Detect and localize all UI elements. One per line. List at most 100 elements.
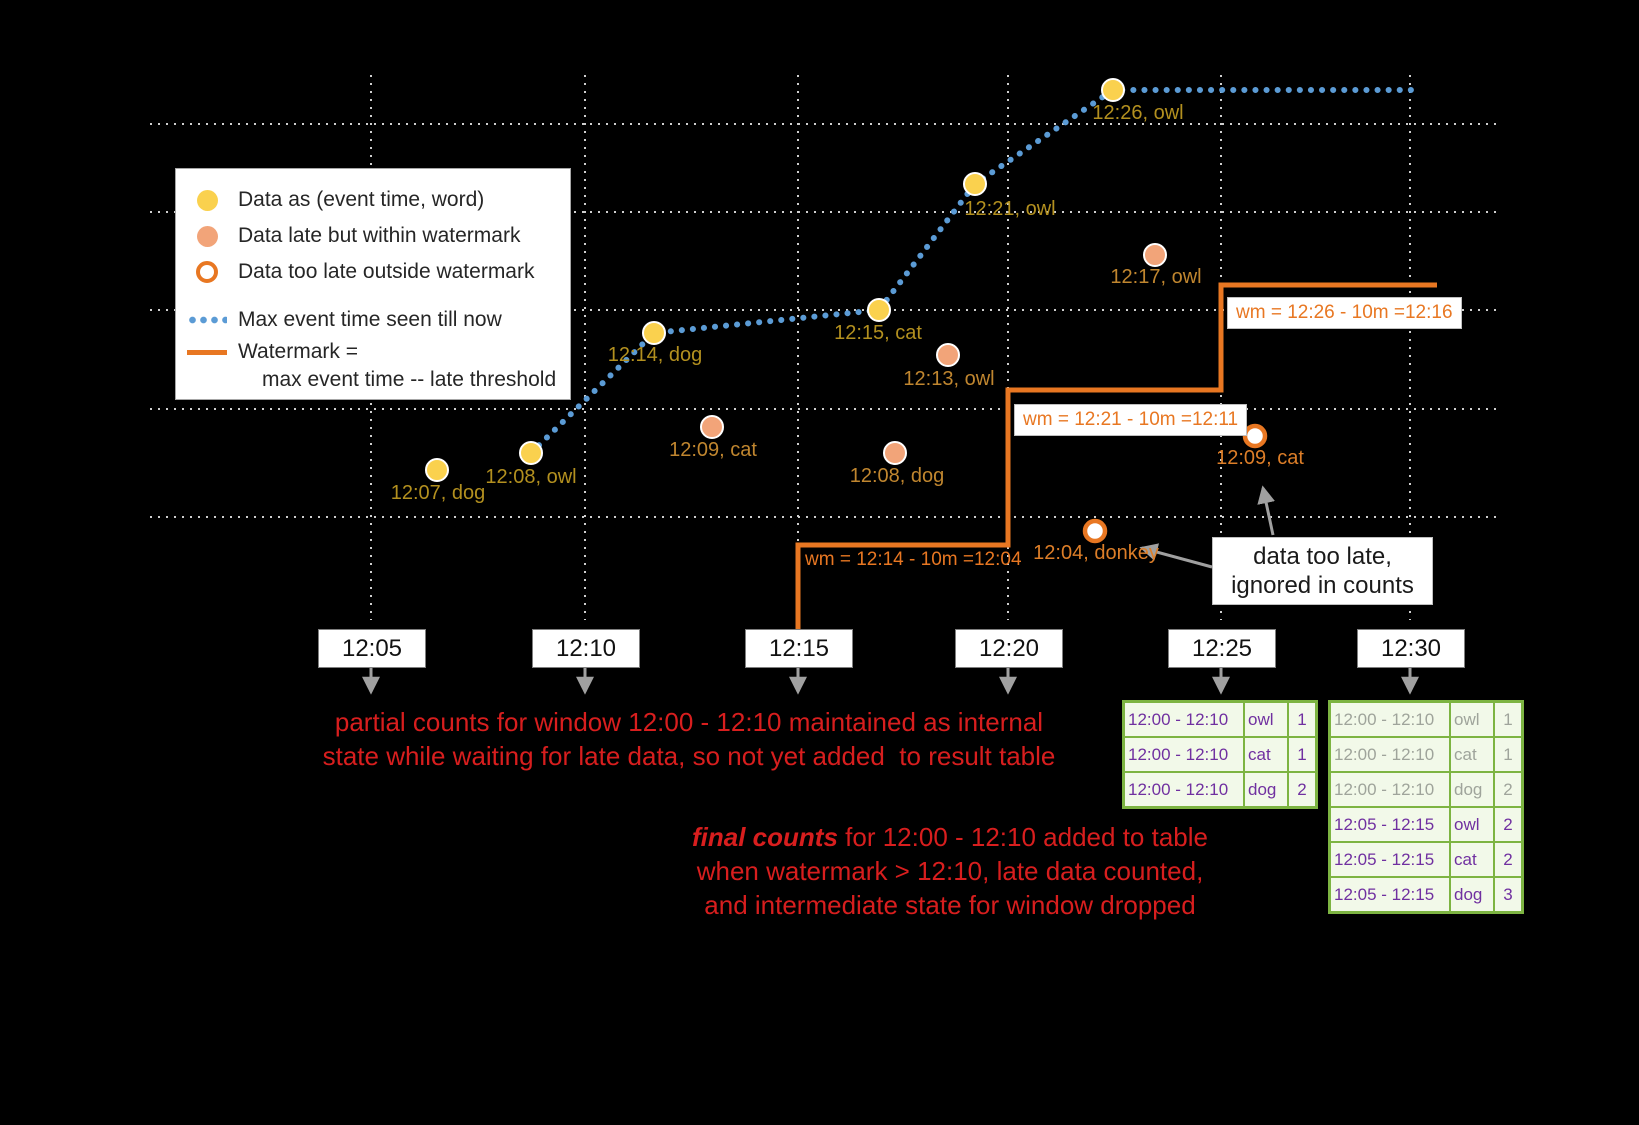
word-cell: cat bbox=[1449, 841, 1495, 878]
blue-dotted-line-icon bbox=[187, 316, 227, 324]
late-points bbox=[700, 243, 1167, 465]
legend: Data as (event time, word) Data late but… bbox=[175, 168, 571, 400]
point-label: 12:08, dog bbox=[849, 465, 945, 487]
callout-arrow-donkey bbox=[1139, 543, 1213, 569]
window-cell: 12:00 - 12:10 bbox=[1122, 736, 1245, 773]
axis-tick-1220: 12:20 bbox=[955, 629, 1063, 668]
legend-label: Data late but within watermark bbox=[238, 224, 521, 247]
too-late-callout-line2: ignored in counts bbox=[1231, 572, 1414, 599]
point-label: 12:07, dog bbox=[390, 482, 486, 504]
table-row: 12:00 - 12:10 dog 2 bbox=[1122, 771, 1318, 809]
table-row-dropped: 12:00 - 12:10 cat 1 bbox=[1328, 736, 1524, 773]
count-cell: 1 bbox=[1287, 700, 1318, 738]
event-dot-icon bbox=[196, 189, 218, 211]
word-cell: dog bbox=[1449, 876, 1495, 914]
count-cell: 1 bbox=[1287, 736, 1318, 773]
callout-arrow-cat bbox=[1257, 485, 1275, 536]
partial-counts-note: partial counts for window 12:00 - 12:10 … bbox=[323, 705, 1056, 773]
axis-tick-1215: 12:15 bbox=[745, 629, 853, 668]
count-cell: 3 bbox=[1493, 876, 1524, 914]
word-cell: cat bbox=[1243, 736, 1289, 773]
table-row: 12:00 - 12:10 owl 1 bbox=[1122, 700, 1318, 738]
final-counts-note-line1-rest: for 12:00 - 12:10 added to table bbox=[837, 822, 1208, 852]
window-cell: 12:00 - 12:10 bbox=[1328, 700, 1451, 738]
too-late-point bbox=[1082, 518, 1108, 544]
event-point bbox=[425, 458, 449, 482]
trigger-arrows bbox=[362, 668, 1419, 695]
orange-line-icon bbox=[187, 350, 227, 355]
point-label: 12:21, owl bbox=[964, 198, 1056, 220]
legend-item-watermark: Watermark = max event time -- late thres… bbox=[176, 338, 570, 396]
event-point bbox=[642, 321, 666, 345]
window-cell: 12:05 - 12:15 bbox=[1328, 841, 1451, 878]
window-cell: 12:00 - 12:10 bbox=[1122, 700, 1245, 738]
window-cell: 12:00 - 12:10 bbox=[1328, 771, 1451, 808]
partial-counts-note-line2: state while waiting for late data, so no… bbox=[322, 741, 1056, 771]
point-label: 12:09, cat bbox=[1216, 447, 1304, 469]
window-cell: 12:00 - 12:10 bbox=[1328, 736, 1451, 773]
watermark-value-label: wm = 12:21 - 10m =12:11 bbox=[1014, 404, 1248, 436]
legend-watermark-line2: max event time -- late threshold bbox=[262, 368, 557, 391]
too-late-callout-line1: data too late, bbox=[1253, 543, 1392, 570]
count-cell: 1 bbox=[1493, 736, 1524, 773]
late-point bbox=[936, 343, 960, 367]
too-late-points bbox=[1082, 423, 1268, 544]
legend-item-late: Data late but within watermark bbox=[176, 218, 570, 254]
event-point bbox=[519, 441, 543, 465]
table-row-dropped: 12:00 - 12:10 dog 2 bbox=[1328, 771, 1524, 808]
window-cell: 12:05 - 12:15 bbox=[1328, 806, 1451, 843]
point-label: 12:15, cat bbox=[834, 322, 922, 344]
legend-label: Data as (event time, word) bbox=[238, 188, 485, 211]
watermark-value-label: wm = 12:14 - 10m =12:04 bbox=[805, 549, 1022, 570]
legend-item-too-late: Data too late outside watermark bbox=[176, 254, 570, 290]
event-point bbox=[963, 172, 987, 196]
point-label: 12:13, owl bbox=[903, 368, 995, 390]
table-row: 12:05 - 12:15 dog 3 bbox=[1328, 876, 1524, 914]
axis-tick-1230: 12:30 bbox=[1357, 629, 1465, 668]
table-row-dropped: 12:00 - 12:10 owl 1 bbox=[1328, 700, 1524, 738]
count-cell: 2 bbox=[1493, 841, 1524, 878]
axis-tick-1225: 12:25 bbox=[1168, 629, 1276, 668]
result-table-1225: 12:00 - 12:10 owl 1 12:00 - 12:10 cat 1 … bbox=[1122, 700, 1318, 809]
axis-tick-1210: 12:10 bbox=[532, 629, 640, 668]
word-cell: dog bbox=[1243, 771, 1289, 809]
table-row: 12:05 - 12:15 owl 2 bbox=[1328, 806, 1524, 843]
legend-item-max-event-line: Max event time seen till now bbox=[176, 302, 570, 338]
final-counts-note: final counts for 12:00 - 12:10 added to … bbox=[692, 820, 1208, 922]
watermark-value-label: wm = 12:26 - 10m =12:16 bbox=[1227, 297, 1462, 329]
event-points bbox=[425, 78, 1125, 482]
point-label: 12:09, cat bbox=[669, 439, 757, 461]
late-point bbox=[1143, 243, 1167, 267]
count-cell: 2 bbox=[1493, 806, 1524, 843]
callout-arrows bbox=[1139, 485, 1275, 569]
too-late-callout: data too late, ignored in counts bbox=[1212, 537, 1433, 605]
count-cell: 2 bbox=[1493, 771, 1524, 808]
event-point bbox=[1101, 78, 1125, 102]
count-cell: 2 bbox=[1287, 771, 1318, 809]
legend-label: Watermark = max event time -- late thres… bbox=[238, 338, 556, 394]
late-point bbox=[883, 441, 907, 465]
word-cell: dog bbox=[1449, 771, 1495, 808]
table-row: 12:00 - 12:10 cat 1 bbox=[1122, 736, 1318, 773]
final-counts-emphasis: final counts bbox=[692, 822, 838, 852]
point-label: 12:17, owl bbox=[1110, 266, 1202, 288]
word-cell: owl bbox=[1449, 700, 1495, 738]
partial-counts-note-line1: partial counts for window 12:00 - 12:10 … bbox=[334, 707, 1044, 737]
count-cell: 1 bbox=[1493, 700, 1524, 738]
legend-item-event: Data as (event time, word) bbox=[176, 182, 570, 218]
max-event-time-line bbox=[528, 87, 1418, 456]
table-row: 12:05 - 12:15 cat 2 bbox=[1328, 841, 1524, 878]
word-cell: owl bbox=[1243, 700, 1289, 738]
window-cell: 12:00 - 12:10 bbox=[1122, 771, 1245, 809]
point-label: 12:14, dog bbox=[607, 344, 703, 366]
result-table-1230: 12:00 - 12:10 owl 1 12:00 - 12:10 cat 1 … bbox=[1328, 700, 1524, 914]
final-counts-note-line2: when watermark > 12:10, late data counte… bbox=[696, 856, 1204, 886]
legend-watermark-line1: Watermark = bbox=[238, 340, 358, 363]
window-cell: 12:05 - 12:15 bbox=[1328, 876, 1451, 914]
too-late-dot-icon bbox=[196, 261, 218, 283]
watermark-line bbox=[795, 282, 1437, 630]
legend-label: Data too late outside watermark bbox=[238, 260, 535, 283]
word-cell: cat bbox=[1449, 736, 1495, 773]
